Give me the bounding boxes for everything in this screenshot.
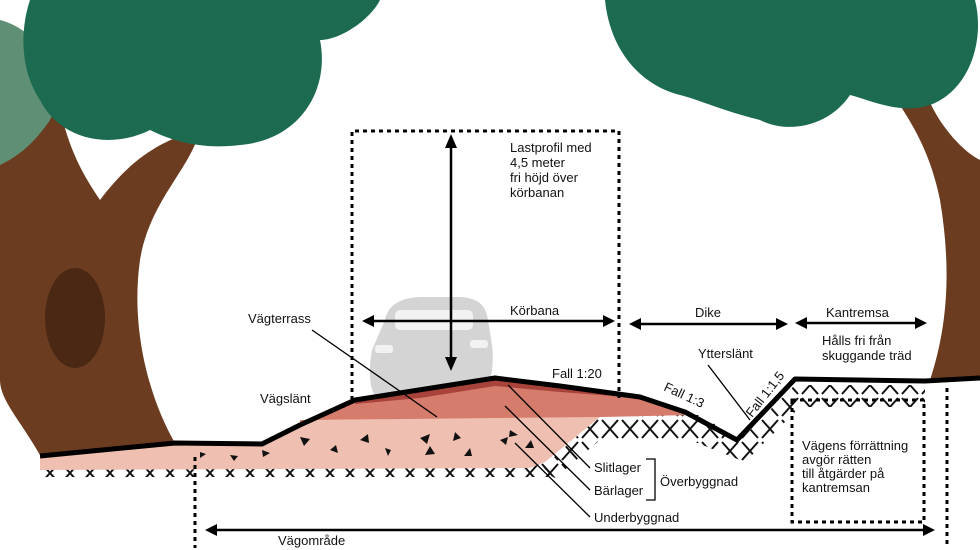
right-tree-trunk — [890, 90, 980, 380]
barlager-label: Bärlager — [594, 483, 644, 498]
underbyggnad-label: Underbyggnad — [594, 510, 679, 525]
overbyggnad-bracket — [646, 458, 656, 501]
dike-label: Dike — [695, 305, 721, 320]
overbyggnad-label: Överbyggnad — [660, 474, 738, 489]
left-tree-trunk — [0, 104, 200, 455]
kantremsa-box — [790, 398, 926, 524]
vagslant-label: Vägslänt — [260, 391, 311, 406]
leader-lines — [311, 329, 751, 518]
dimension-arrows — [205, 134, 935, 536]
gravel-marks — [200, 430, 534, 461]
ytterslant-label: Ytterslänt — [698, 346, 753, 361]
vagterrass-label: Vägterrass — [248, 311, 311, 326]
dotted-guides — [193, 129, 949, 548]
vagomrade-label: Vägområde — [278, 533, 345, 548]
barlager-layer — [300, 379, 690, 426]
korbana-label: Körbana — [510, 303, 560, 318]
right-tree — [605, 0, 980, 380]
right-tree-canopy — [605, 0, 978, 127]
trunk-knot — [45, 268, 105, 368]
left-tree — [0, 0, 380, 455]
load-profile-box — [350, 129, 621, 400]
kantremsa-label: Kantremsa — [826, 305, 890, 320]
slitlager-label: Slitlager — [594, 460, 642, 475]
fall-20-label: Fall 1:20 — [552, 366, 602, 381]
left-tree-canopy — [23, 0, 380, 147]
road-surface-line — [39, 375, 980, 459]
